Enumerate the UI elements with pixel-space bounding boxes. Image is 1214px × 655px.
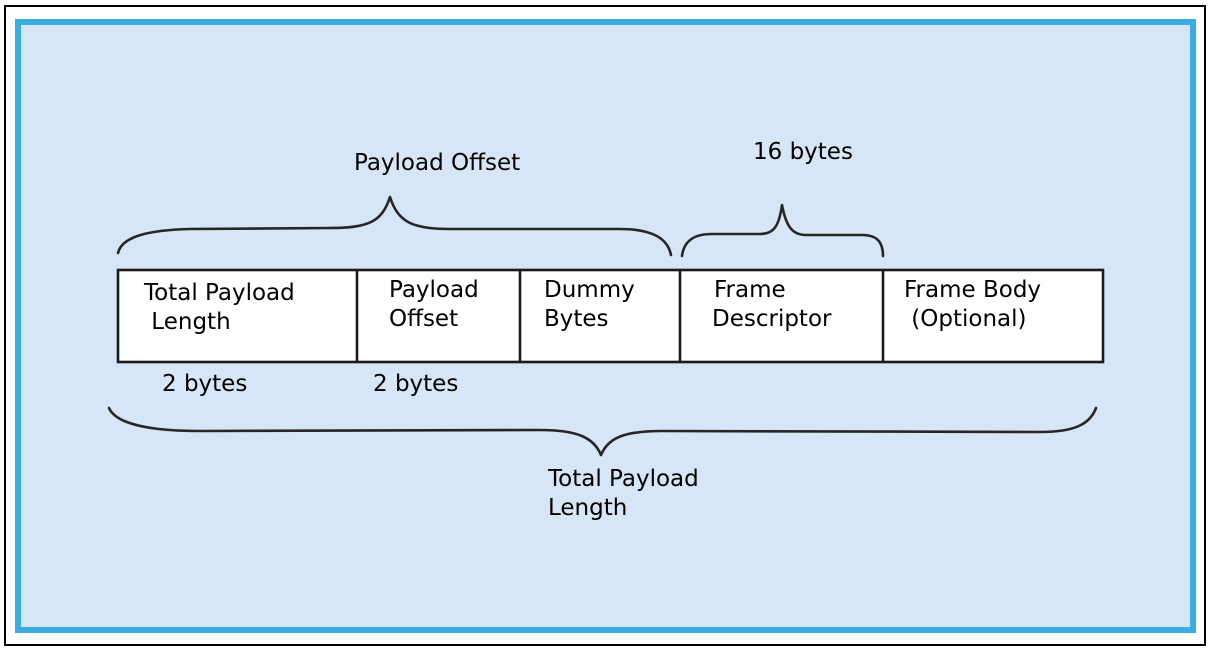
payload-offset-brace (116, 195, 673, 257)
cell-label-line: Payload (389, 277, 479, 303)
size-label-total-payload-length: 2 bytes (162, 371, 248, 397)
cell-label-line: Total Payload (144, 280, 295, 306)
total-label-line: Total Payload (548, 466, 699, 492)
descriptor-brace (680, 203, 885, 258)
descriptor-size-label: 16 bytes (753, 139, 853, 165)
total-label-line: Length (548, 495, 628, 521)
cell-label-line: (Optional) (904, 306, 1027, 332)
total-length-brace (107, 406, 1098, 457)
frame-row-box (116, 268, 1105, 364)
size-label-payload-offset: 2 bytes (373, 371, 459, 397)
cell-label-line: Dummy (544, 277, 635, 303)
cell-label-line: Bytes (544, 306, 609, 332)
cell-label-line: Length (144, 309, 231, 335)
cell-label-line: Frame (714, 277, 786, 303)
cell-label-line: Frame Body (904, 277, 1042, 303)
cell-label-line: Offset (389, 306, 459, 332)
cell-label-line: Descriptor (712, 306, 832, 332)
payload-offset-label: Payload Offset (354, 150, 521, 176)
